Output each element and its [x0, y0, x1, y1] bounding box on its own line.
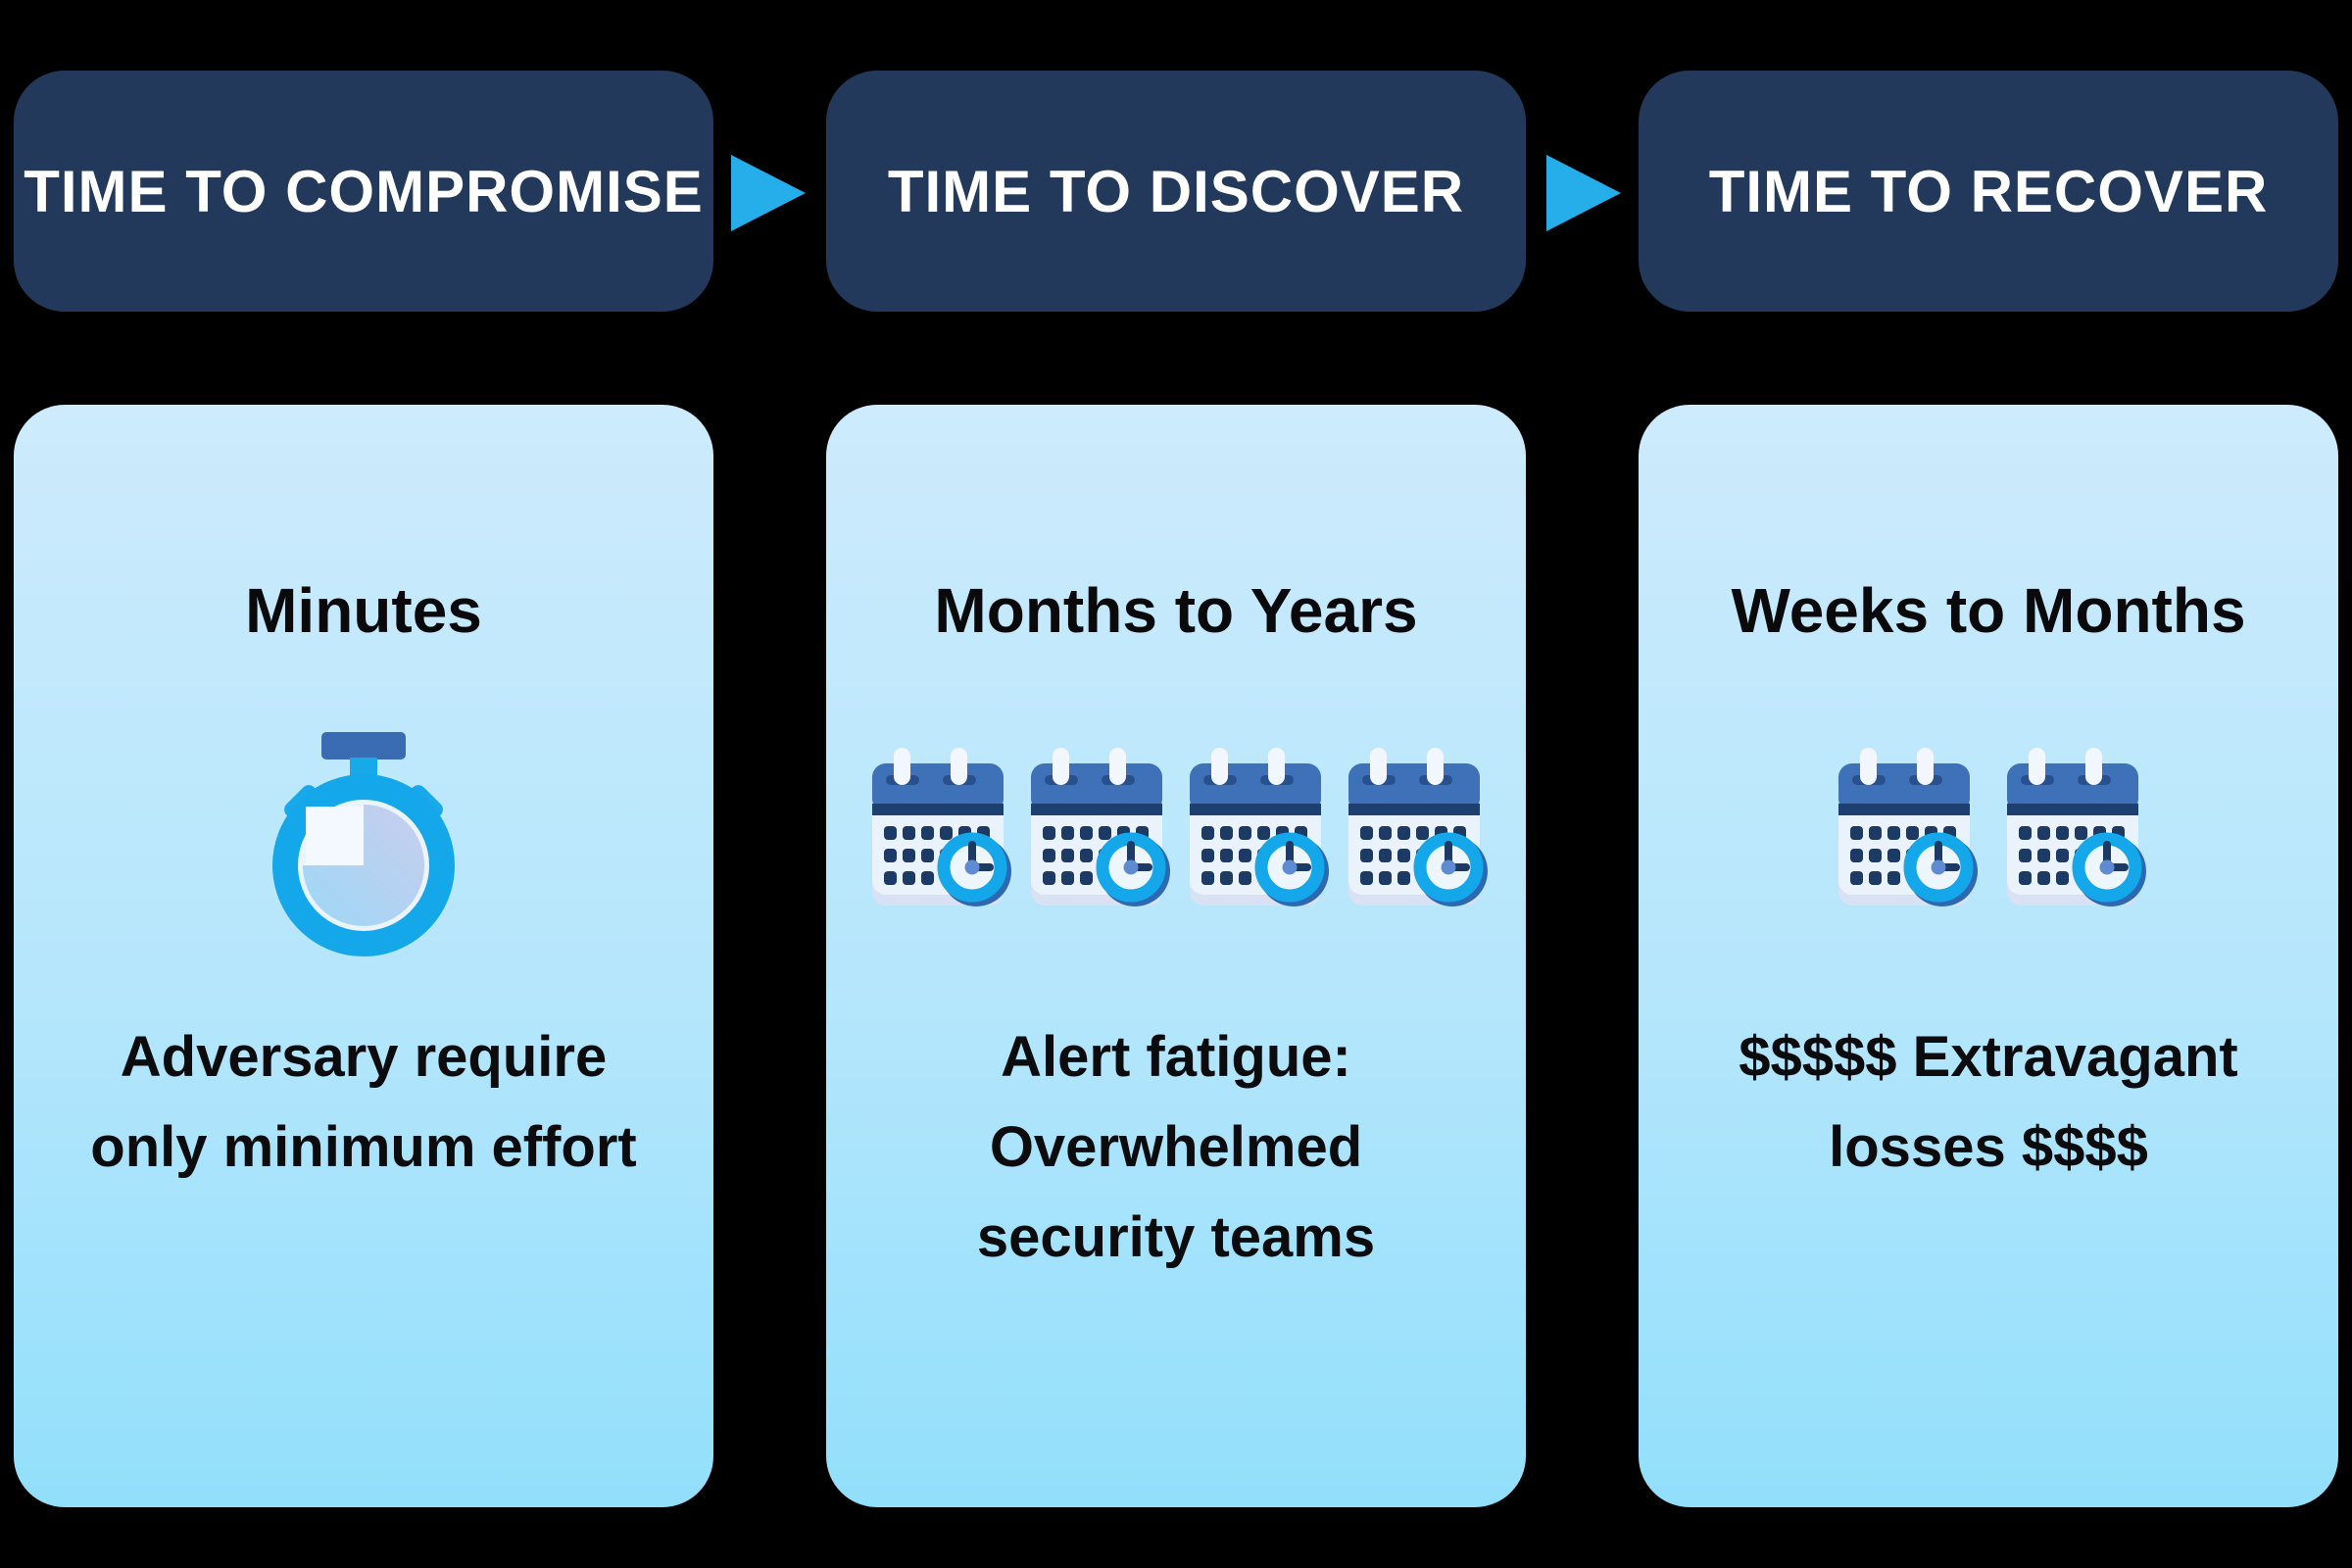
- card-description: $$$$$ Extravagant losses $$$$: [1739, 1025, 2238, 1179]
- calendar-clock-icon: [1999, 748, 2146, 916]
- card-title: Months to Years: [934, 575, 1418, 646]
- card-row: Minutes Adversary require only minimum e…: [14, 405, 2338, 1507]
- stopwatch-icon: [261, 728, 466, 958]
- arrow-right-icon: [1546, 155, 1621, 231]
- calendar-clock-icon: [1023, 748, 1170, 916]
- card-description: Adversary require only minimum effort: [90, 1025, 637, 1179]
- header-time-to-compromise: TIME TO COMPROMISE: [14, 71, 713, 312]
- calendar-clock-icon: [864, 748, 1011, 916]
- card-title: Minutes: [245, 575, 482, 646]
- card-icon-row: [1639, 728, 2338, 956]
- header-time-to-recover: TIME TO RECOVER: [1639, 71, 2338, 312]
- header-label: TIME TO COMPROMISE: [24, 158, 704, 224]
- header-time-to-discover: TIME TO DISCOVER: [826, 71, 1526, 312]
- calendar-clock-icon: [1341, 748, 1488, 916]
- card-icon-row: [826, 728, 1526, 956]
- header-row: TIME TO COMPROMISE TIME TO DISCOVER TIME…: [14, 71, 2338, 312]
- card-time-to-discover: Months to Years Alert fatigue: Overwhelm…: [826, 405, 1526, 1507]
- header-label: TIME TO RECOVER: [1708, 158, 2269, 224]
- card-description: Alert fatigue: Overwhelmed security team…: [976, 1025, 1376, 1269]
- header-label: TIME TO DISCOVER: [887, 158, 1465, 224]
- calendar-clock-icon: [1182, 748, 1329, 916]
- card-time-to-compromise: Minutes Adversary require only minimum e…: [14, 405, 713, 1507]
- card-icon-row: [14, 728, 713, 956]
- arrow-right-icon: [731, 155, 806, 231]
- card-title: Weeks to Months: [1731, 575, 2246, 646]
- card-time-to-recover: Weeks to Months $$$$$ Extravagant losses…: [1639, 405, 2338, 1507]
- calendar-clock-icon: [1831, 748, 1978, 916]
